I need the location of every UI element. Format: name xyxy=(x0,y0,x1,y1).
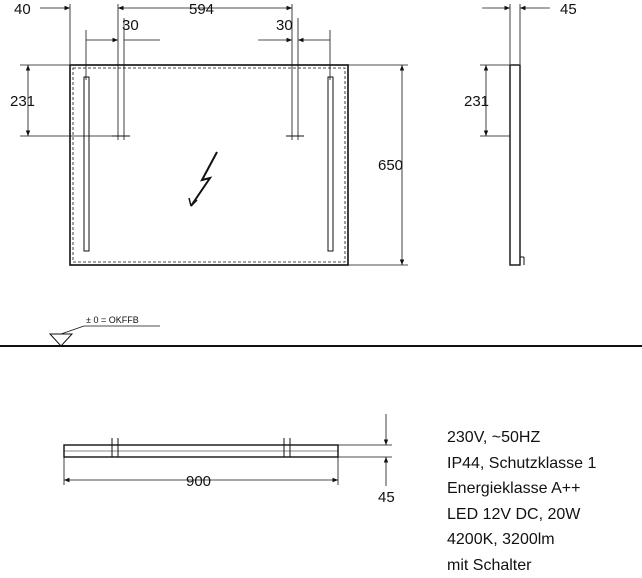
dim-height: 650 xyxy=(378,157,403,174)
mirror-side-profile xyxy=(510,65,520,265)
floor-reference-label: ± 0 = OKFFB xyxy=(86,315,139,325)
top-view xyxy=(64,414,392,486)
electrical-symbol xyxy=(191,152,217,206)
top-dim-width: 900 xyxy=(186,473,211,490)
top-dim-depth: 45 xyxy=(378,489,395,506)
level-marker xyxy=(50,334,72,346)
dim-light-offset-right: 30 xyxy=(276,17,293,34)
spec-line: IP44, Schutzklasse 1 xyxy=(447,451,596,477)
floor-reference xyxy=(0,326,642,346)
spec-line: LED 12V DC, 20W xyxy=(447,502,596,528)
side-dim-height-to-light: 231 xyxy=(464,93,489,110)
spec-line: Energieklasse A++ xyxy=(447,476,596,502)
led-strip-left xyxy=(84,77,89,251)
spec-line: 4200K, 3200lm xyxy=(447,527,596,553)
spec-list: 230V, ~50HZ IP44, Schutzklasse 1 Energie… xyxy=(447,425,596,578)
dim-left-offset: 40 xyxy=(14,1,31,18)
spec-line: 230V, ~50HZ xyxy=(447,425,596,451)
front-view xyxy=(20,4,408,265)
dim-height-to-light: 231 xyxy=(10,93,35,110)
dim-width-between-lights: 594 xyxy=(189,1,214,18)
spec-line: mit Schalter xyxy=(447,553,596,578)
side-dim-depth: 45 xyxy=(560,1,577,18)
led-strip-right xyxy=(328,77,333,251)
dim-light-offset-left: 30 xyxy=(122,17,139,34)
side-view xyxy=(480,4,550,265)
